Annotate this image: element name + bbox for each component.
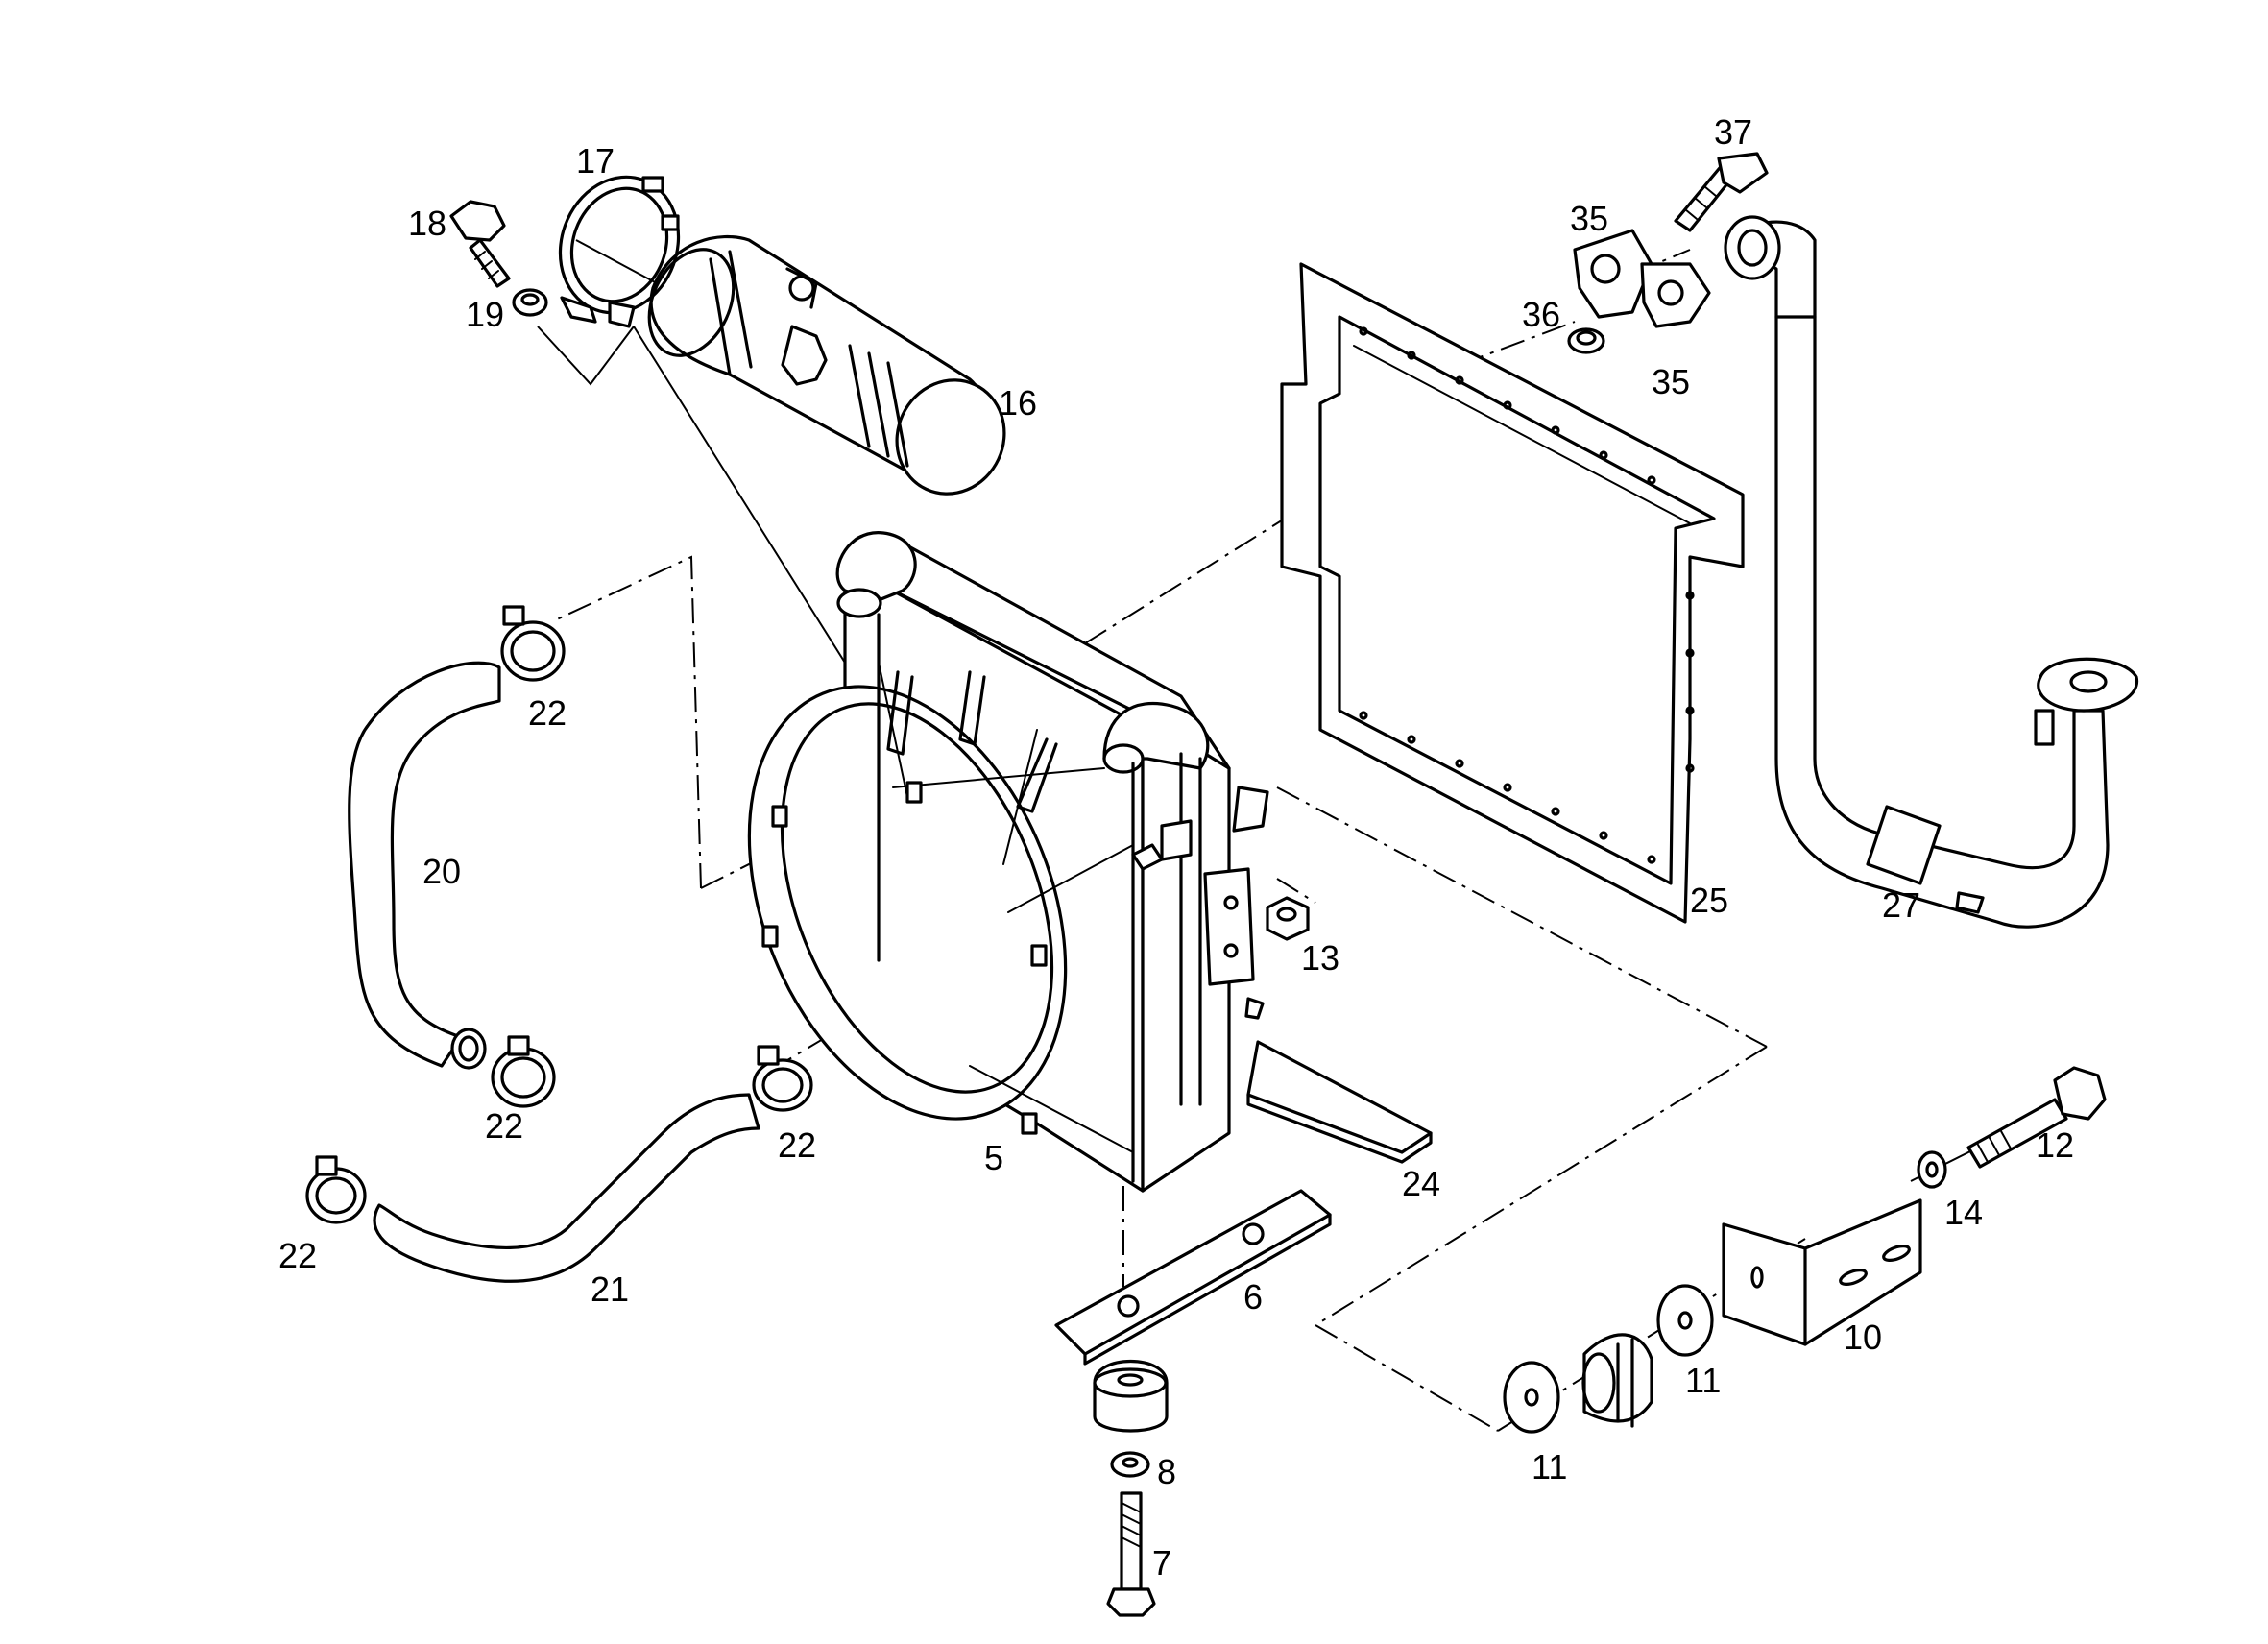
bolt-12 bbox=[1966, 1066, 2107, 1169]
washer-14 bbox=[1917, 1150, 1947, 1189]
callout-13: 13 bbox=[1301, 938, 1339, 978]
hose-clamp-22c bbox=[752, 1045, 813, 1112]
callout-labels: 5 6 7 8 10 11 11 12 13 14 16 17 18 19 20… bbox=[278, 112, 2074, 1583]
callout-7: 7 bbox=[1152, 1543, 1171, 1583]
callout-19: 19 bbox=[466, 295, 504, 334]
callout-35a: 35 bbox=[1570, 199, 1608, 238]
callout-11b: 11 bbox=[1685, 1361, 1721, 1400]
radiator-assembly bbox=[747, 531, 1269, 1193]
callout-20: 20 bbox=[422, 852, 461, 891]
callout-22b: 22 bbox=[485, 1106, 523, 1146]
flange-set-35 bbox=[1567, 152, 1769, 354]
callout-35b: 35 bbox=[1652, 362, 1690, 401]
callout-27: 27 bbox=[1882, 885, 1920, 925]
washer-11b bbox=[1656, 1284, 1714, 1357]
hose-20 bbox=[348, 661, 501, 1070]
callout-22a: 22 bbox=[528, 693, 567, 733]
hose-clamp-22a bbox=[500, 605, 566, 682]
bolt-7 bbox=[1106, 1491, 1156, 1617]
callout-8: 8 bbox=[1157, 1452, 1176, 1491]
callout-17: 17 bbox=[576, 141, 615, 181]
callout-25: 25 bbox=[1690, 881, 1728, 920]
bracket-plate-6 bbox=[1054, 1189, 1332, 1366]
l-bracket-10 bbox=[1722, 1198, 1922, 1346]
washer-19 bbox=[512, 288, 548, 317]
callout-5: 5 bbox=[984, 1138, 1003, 1177]
pipe-27 bbox=[1724, 215, 2139, 929]
callout-24: 24 bbox=[1402, 1164, 1440, 1203]
nut-13 bbox=[1266, 896, 1310, 941]
frame-gasket-25 bbox=[1280, 262, 1745, 924]
callout-11a: 11 bbox=[1532, 1447, 1567, 1487]
clamp-band bbox=[558, 175, 681, 328]
callout-21: 21 bbox=[591, 1269, 629, 1309]
rubber-bush bbox=[1581, 1333, 1653, 1428]
hose-clamp-22d bbox=[305, 1155, 367, 1224]
callout-36: 36 bbox=[1522, 295, 1560, 334]
callout-12: 12 bbox=[2036, 1125, 2074, 1165]
hose-21 bbox=[373, 1093, 760, 1283]
callout-6: 6 bbox=[1243, 1277, 1263, 1317]
callout-16: 16 bbox=[999, 383, 1037, 423]
mounting-plate-24 bbox=[1246, 1040, 1433, 1164]
callout-10: 10 bbox=[1844, 1318, 1882, 1357]
washer-11a bbox=[1503, 1361, 1560, 1434]
callout-22d: 22 bbox=[278, 1236, 317, 1275]
air-filter-canister bbox=[647, 234, 1006, 496]
callout-37: 37 bbox=[1714, 112, 1752, 152]
bolt-18 bbox=[449, 200, 511, 288]
rubber-mount-8 bbox=[1093, 1359, 1169, 1478]
hose-clamp-22b bbox=[491, 1035, 556, 1108]
callout-22c: 22 bbox=[778, 1125, 816, 1165]
callout-14: 14 bbox=[1944, 1193, 1983, 1232]
callout-18: 18 bbox=[408, 204, 446, 243]
